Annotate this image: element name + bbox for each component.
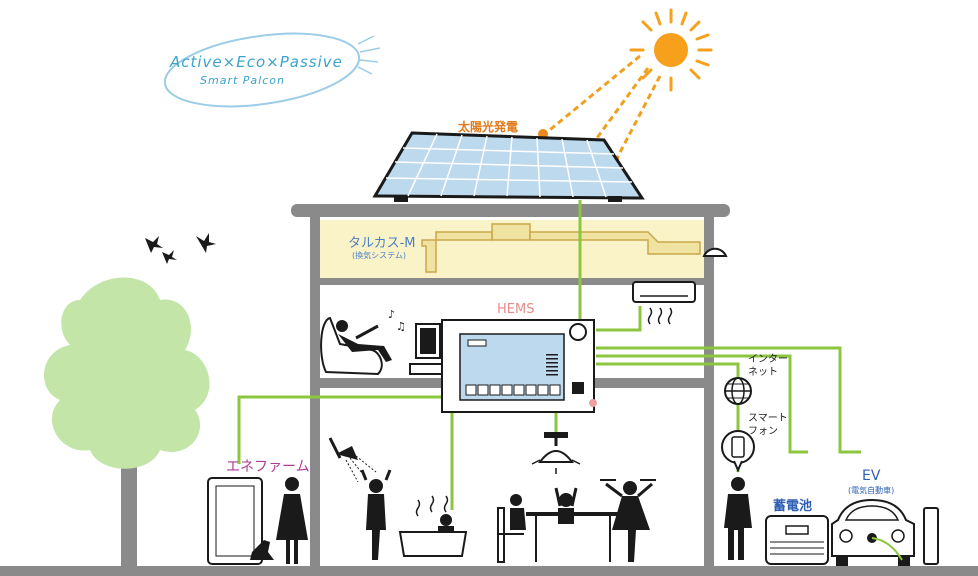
tree-icon [43,277,210,566]
enefarm-label: エネファーム [226,459,310,475]
hems-label: HEMS [497,302,535,317]
solar-power-label: 太陽光発電 [458,120,519,134]
ev-label: EV [862,468,881,484]
vent-hood-icon [702,247,728,257]
fuel-cell-icon [207,477,308,565]
bird-icon [145,233,216,264]
brand-tagline: Active×Eco×Passive [170,53,343,71]
shower-person-icon [328,437,392,560]
brand-ellipse [163,32,381,108]
sun-rays [545,54,662,161]
air-conditioner-icon [632,281,696,325]
svg-text:♪: ♪ [388,308,395,321]
lamp-icon [531,432,581,474]
recliner-person-icon: ♪ ♫ [320,308,443,376]
battery-icon [765,515,829,565]
bathtub-icon [398,495,468,557]
ventilation-duct [421,223,701,273]
smartphone-label: スマート フォン [748,413,788,437]
dining-family-icon [497,479,656,563]
globe-icon [724,377,752,405]
svg-text:♫: ♫ [396,320,406,333]
battery-label: 蓄電池 [773,499,813,514]
smartphone-icon [721,430,755,473]
sun-icon [629,8,713,92]
internet-label: インター ネット [748,354,788,378]
hems-panel [441,319,597,413]
brand-name: Smart Palcon [200,74,285,87]
ventilation-label: タルカス-M [348,236,416,251]
person-phone-icon [724,477,752,560]
solar-panel-icon [372,131,645,202]
hems-connections [237,200,861,510]
car-icon [831,498,939,566]
ev-sub-label: (電気自動車) [848,486,895,495]
ventilation-sub-label: (換気システム) [352,251,407,260]
